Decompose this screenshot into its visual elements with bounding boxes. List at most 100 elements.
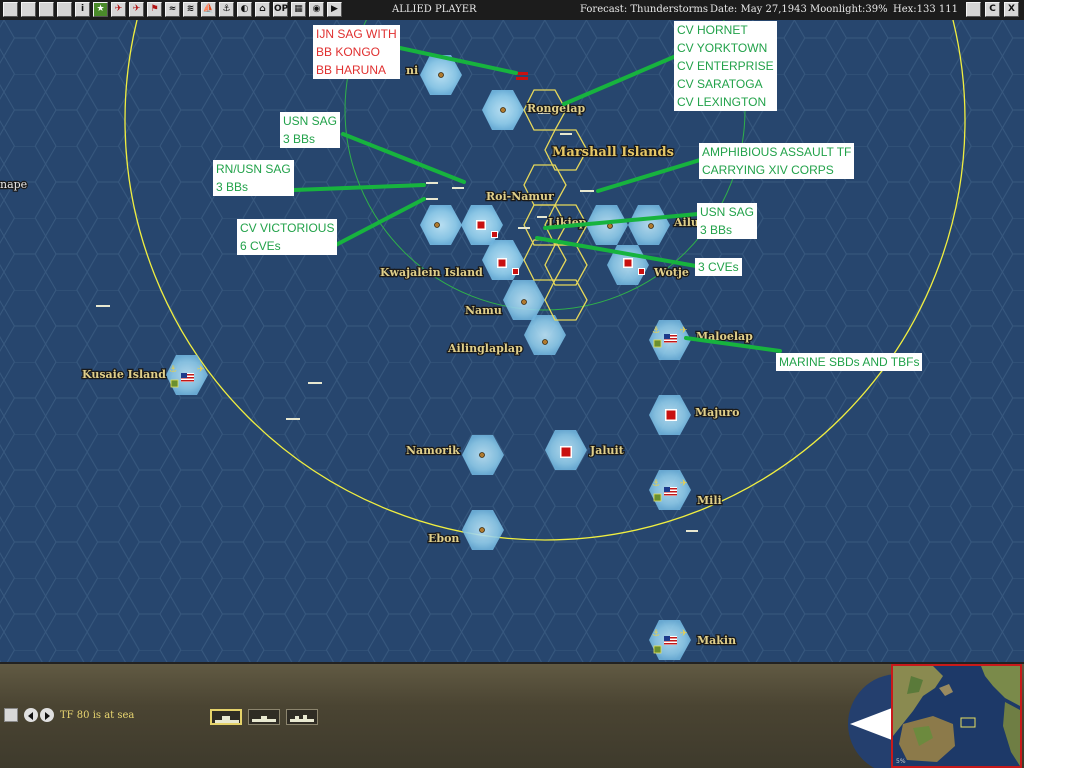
label-ujae-partial: ni bbox=[406, 64, 418, 77]
minimap-graphic: 5% bbox=[893, 666, 1020, 766]
moonlight-label: Moonlight:39% bbox=[810, 4, 888, 15]
toolbar-op-button[interactable]: ▦ bbox=[291, 2, 306, 17]
annotation-usn-sag-north: USN SAG 3 BBs bbox=[280, 112, 341, 148]
annotation-line: CV YORKTOWN bbox=[677, 41, 768, 55]
annotation-line: USN SAG bbox=[283, 114, 338, 128]
toolbar-button-5[interactable]: i bbox=[75, 2, 90, 17]
toolbar-star-button[interactable]: ★ bbox=[93, 2, 108, 17]
bottom-info-panel: TF 80 is at sea bbox=[0, 662, 1024, 768]
toolbar-globe-button[interactable]: OP bbox=[273, 2, 288, 17]
ship-icon bbox=[290, 715, 314, 722]
annotation-line: AMPHIBIOUS ASSAULT TF bbox=[702, 145, 852, 159]
hex-label: Hex:133 111 bbox=[893, 4, 958, 15]
island-dots bbox=[434, 72, 654, 533]
toolbar-aircraft-button-2[interactable]: ✈ bbox=[129, 2, 144, 17]
prev-tf-icon[interactable] bbox=[24, 708, 38, 722]
annotation-marine-air: MARINE SBDs AND TBFs bbox=[776, 353, 923, 371]
unit-icons[interactable]: ⚓✈ ⚓✈ ⚓✈ ⚓✈ bbox=[169, 326, 688, 654]
ship-icon bbox=[215, 716, 239, 723]
toolbar-report-button[interactable]: ▶ bbox=[327, 2, 342, 17]
svg-text:⚓: ⚓ bbox=[652, 479, 660, 489]
aircraft-range-circle bbox=[124, 20, 966, 541]
label-namu: Namu bbox=[465, 304, 502, 317]
toolbar-button-1[interactable] bbox=[3, 2, 18, 17]
label-ponape-partial: nape bbox=[0, 178, 27, 191]
tf-status-text: TF 80 is at sea bbox=[60, 710, 135, 721]
toolbar-sea-button-2[interactable]: ≋ bbox=[183, 2, 198, 17]
label-marshall-islands: Marshall Islands bbox=[552, 145, 674, 160]
label-ailinglaplap: Ailinglaplap bbox=[447, 342, 523, 355]
date-label: Date: May 27,1943 bbox=[710, 4, 807, 15]
annotation-line: 3 BBs bbox=[700, 223, 733, 237]
annotation-line: CV HORNET bbox=[677, 23, 748, 37]
annotation-line: CV LEXINGTON bbox=[677, 95, 767, 109]
annotation-line: MARINE SBDs AND TBFs bbox=[779, 355, 920, 369]
annotation-line: BB HARUNA bbox=[316, 63, 387, 77]
annotation-line: 3 CVEs bbox=[698, 260, 739, 274]
label-kusaie: Kusaie Island bbox=[82, 368, 166, 381]
toolbar-flag-button[interactable]: ⚑ bbox=[147, 2, 162, 17]
annotation-cv-victorious: CV VICTORIOUS 6 CVEs bbox=[237, 219, 338, 255]
toolbar-close-button[interactable]: X bbox=[1004, 2, 1019, 17]
label-jaluit: Jaluit bbox=[589, 444, 625, 457]
toolbar-button-2[interactable] bbox=[21, 2, 36, 17]
annotation-rn-usn-sag: RN/USN SAG 3 BBs bbox=[213, 160, 294, 196]
annotation-usn-sag-east: USN SAG 3 BBs bbox=[697, 203, 758, 239]
ship-class-button-2[interactable] bbox=[248, 709, 280, 725]
toolbar-aircraft-button[interactable]: ✈ bbox=[111, 2, 126, 17]
ship-class-button-3[interactable] bbox=[286, 709, 318, 725]
svg-text:✈: ✈ bbox=[680, 326, 688, 336]
player-label: ALLIED PLAYER bbox=[392, 4, 477, 15]
svg-text:⚓: ⚓ bbox=[652, 629, 660, 639]
toolbar-grid-button[interactable]: ◉ bbox=[309, 2, 324, 17]
toolbar-flag-right-button[interactable] bbox=[966, 2, 981, 17]
annotation-line: CV SARATOGA bbox=[677, 77, 763, 91]
toolbar-anchor-button[interactable]: ⚓ bbox=[219, 2, 234, 17]
annotation-leaders bbox=[292, 46, 782, 353]
annotation-line: CV VICTORIOUS bbox=[240, 221, 335, 235]
task-force-icons[interactable] bbox=[96, 72, 698, 532]
annotation-line: CARRYING XIV CORPS bbox=[702, 163, 834, 177]
japanese-base-markers[interactable] bbox=[476, 220, 677, 458]
tf-list-icon[interactable] bbox=[4, 708, 18, 722]
toolbar-sea-button[interactable]: ≈ bbox=[165, 2, 180, 17]
toolbar-ship-button[interactable]: ⛵ bbox=[201, 2, 216, 17]
us-base-markers[interactable] bbox=[181, 334, 677, 645]
svg-text:✈: ✈ bbox=[680, 629, 688, 639]
label-majuro: Majuro bbox=[695, 406, 739, 419]
label-ebon: Ebon bbox=[428, 532, 459, 545]
game-viewport: i ★ ✈ ✈ ⚑ ≈ ≋ ⛵ ⚓ ◐ ⌂ OP ▦ ◉ ▶ ALLIED PL… bbox=[0, 0, 1024, 768]
label-namorik: Namorik bbox=[406, 444, 460, 457]
ship-icon bbox=[252, 716, 276, 722]
label-kwajalein: Kwajalein Island bbox=[380, 266, 483, 279]
svg-text:⚓: ⚓ bbox=[652, 326, 660, 336]
annotation-line: BB KONGO bbox=[316, 45, 381, 59]
svg-text:⚓: ⚓ bbox=[169, 365, 177, 375]
annotation-ijn-sag: IJN SAG WITH BB KONGO BB HARUNA bbox=[313, 25, 400, 79]
label-makin: Makin bbox=[697, 634, 736, 647]
map-labels: Marshall Islands Rongelap Roi-Namur Liki… bbox=[0, 63, 754, 649]
annotation-line: 6 CVEs bbox=[240, 239, 281, 253]
toolbar-c-button[interactable]: C bbox=[985, 2, 1000, 17]
annotation-line: RN/USN SAG bbox=[216, 162, 291, 176]
toolbar-button-3[interactable] bbox=[39, 2, 54, 17]
label-wotje: Wotje bbox=[653, 266, 689, 279]
label-mili: Mili bbox=[697, 494, 722, 507]
annotation-cves: 3 CVEs bbox=[695, 258, 742, 276]
svg-text:✈: ✈ bbox=[680, 479, 688, 489]
annotation-line: USN SAG bbox=[700, 205, 755, 219]
hex-map[interactable]: ⚓✈ ⚓✈ ⚓✈ ⚓✈ Marshall Islands Rongelap Ro… bbox=[0, 20, 1024, 662]
annotation-line: 3 BBs bbox=[283, 132, 316, 146]
strategic-minimap[interactable]: 5% bbox=[891, 664, 1022, 768]
toolbar-moon-button[interactable]: ◐ bbox=[237, 2, 252, 17]
label-roi-namur: Roi-Namur bbox=[486, 190, 554, 203]
toolbar-button-4[interactable] bbox=[57, 2, 72, 17]
annotation-line: 3 BBs bbox=[216, 180, 249, 194]
toolbar-base-button[interactable]: ⌂ bbox=[255, 2, 270, 17]
next-tf-icon[interactable] bbox=[40, 708, 54, 722]
label-rongelap: Rongelap bbox=[527, 102, 585, 115]
annotation-amphibious-tf: AMPHIBIOUS ASSAULT TF CARRYING XIV CORPS bbox=[699, 143, 855, 179]
ship-class-button-1[interactable] bbox=[210, 709, 242, 725]
forecast-label: Forecast: Thunderstorms bbox=[580, 4, 709, 15]
annotation-carriers: CV HORNET CV YORKTOWN CV ENTERPRISE CV S… bbox=[674, 21, 777, 111]
